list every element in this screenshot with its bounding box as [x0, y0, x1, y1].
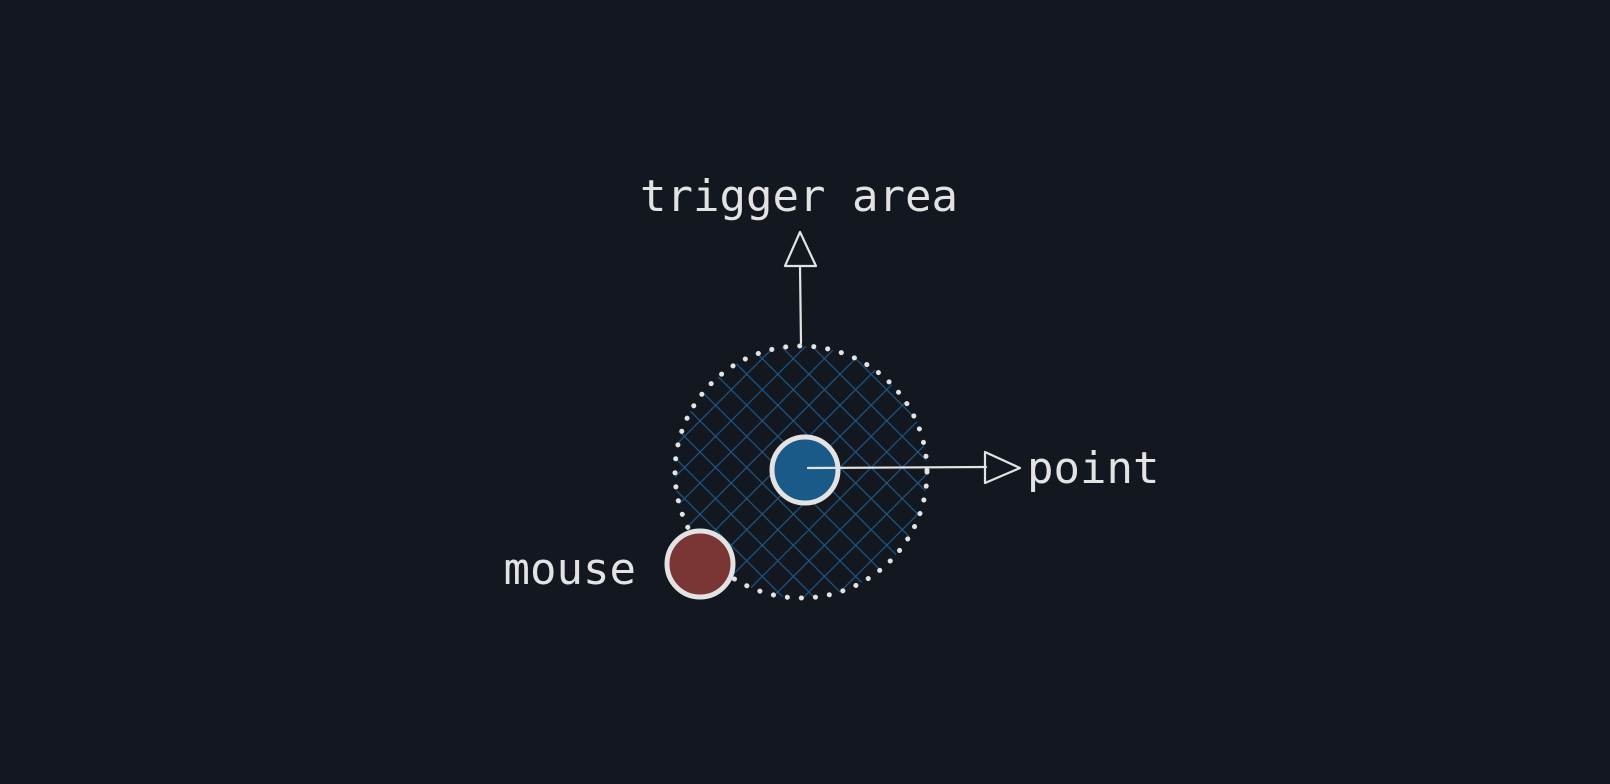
point-arrow-head [983, 450, 1022, 485]
point-label: point [1027, 443, 1159, 494]
trigger-arrow-shaft [798, 264, 803, 345]
trigger-area-label: trigger area [640, 171, 958, 222]
mouse-marker [664, 528, 736, 600]
trigger-area-outline [672, 343, 930, 601]
point-arrow-shaft [806, 465, 988, 470]
mouse-label: mouse [504, 544, 636, 595]
arrow-right-icon [806, 450, 1022, 485]
point-marker [769, 434, 841, 506]
arrow-up-icon [783, 230, 818, 345]
trigger-arrow-head [783, 230, 818, 268]
